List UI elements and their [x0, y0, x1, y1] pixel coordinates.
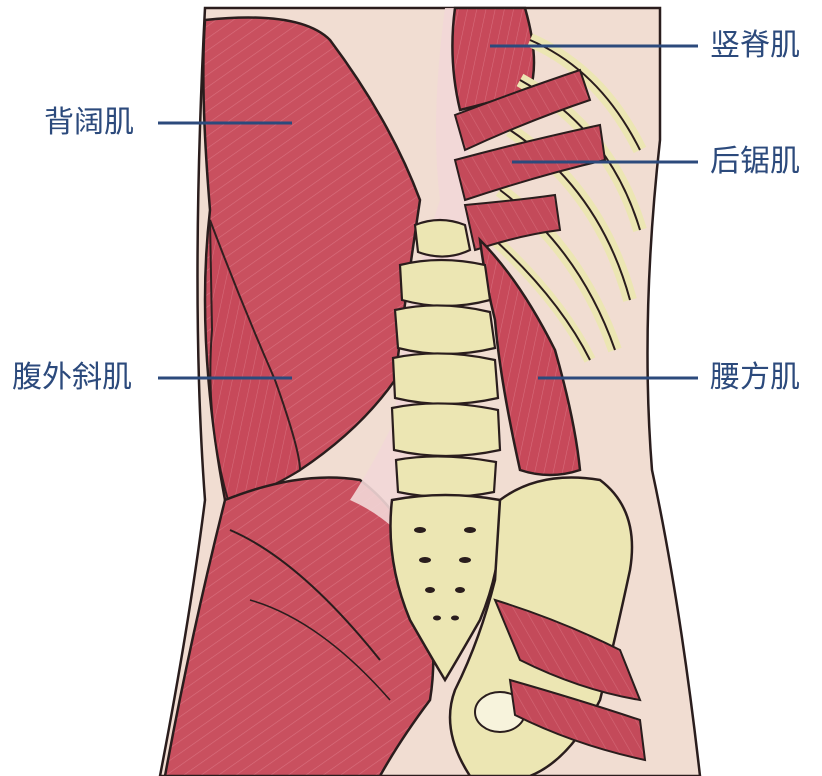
piriformis-muscle	[508, 678, 647, 762]
sacrum	[389, 493, 503, 683]
label-quadratus-lumborum: 腰方肌	[710, 360, 800, 395]
lumbar-spine	[390, 218, 502, 499]
label-erector-spinae: 竖脊肌	[710, 28, 800, 63]
quadratus-lumborum-muscle	[478, 236, 582, 477]
leader-lines	[158, 44, 698, 380]
external-oblique-muscle	[209, 219, 302, 502]
label-latissimus-dorsi: 背阔肌	[44, 105, 134, 140]
gluteus-muscle-right	[493, 598, 642, 702]
gluteus-muscle-left	[163, 476, 435, 776]
label-serratus-posterior: 后锯肌	[710, 144, 800, 179]
sacral-foramina	[414, 527, 476, 621]
label-external-oblique: 腹外斜肌	[12, 360, 132, 395]
